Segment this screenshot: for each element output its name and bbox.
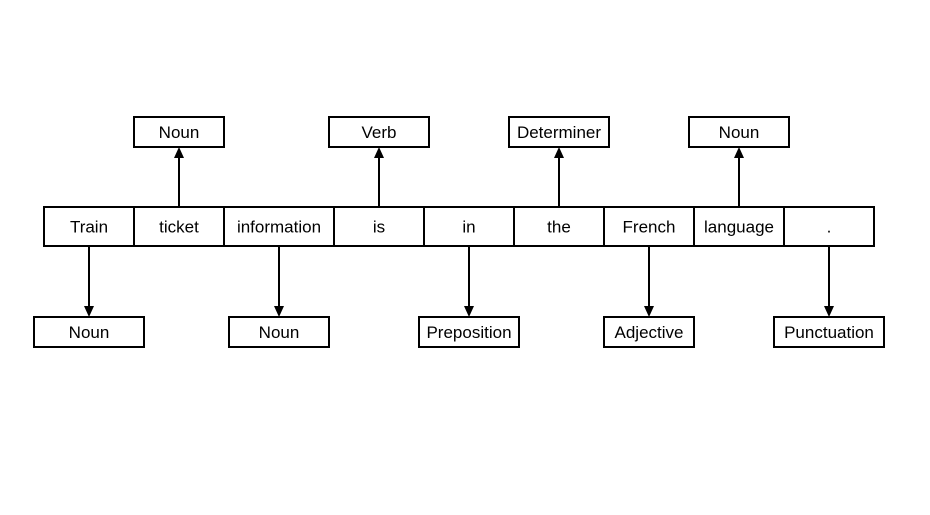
tag-text: Determiner: [517, 123, 601, 142]
pos-tag-in: Preposition: [418, 316, 520, 348]
token-box: [43, 206, 135, 247]
token-cell-period: .: [783, 206, 875, 247]
pos-tag-information: Noun: [228, 316, 330, 348]
token-text: in: [462, 218, 475, 237]
token-box: [133, 206, 225, 247]
tag-box: [603, 316, 695, 348]
arrow-head: [174, 147, 184, 158]
tag-text: Noun: [159, 123, 200, 142]
tag-box: [133, 116, 225, 148]
token-cell-the: the: [513, 206, 605, 247]
tag-box: [33, 316, 145, 348]
pos-tag-train: Noun: [33, 316, 145, 348]
sentence-token-row: Train ticket information is in the French langu…: [43, 206, 875, 247]
arrow-the: [554, 147, 564, 207]
pos-tag-period: Punctuation: [773, 316, 885, 348]
arrow-head: [734, 147, 744, 158]
tag-box: [328, 116, 430, 148]
arrow-french: [644, 246, 654, 317]
token-text: is: [373, 218, 385, 237]
arrow-head: [84, 306, 94, 317]
token-text: the: [547, 218, 571, 237]
token-text: ticket: [159, 218, 199, 237]
token-box: [513, 206, 605, 247]
token-text: language: [704, 218, 774, 237]
tag-box: [773, 316, 885, 348]
token-text: .: [827, 218, 832, 237]
tag-box: [228, 316, 330, 348]
arrow-head: [644, 306, 654, 317]
arrow-head: [274, 306, 284, 317]
tag-text: Punctuation: [784, 323, 874, 342]
token-cell-is: is: [333, 206, 425, 247]
tag-text: Verb: [362, 123, 397, 142]
token-cell-information: information: [223, 206, 335, 247]
token-cell-french: French: [603, 206, 695, 247]
tag-text: Preposition: [426, 323, 511, 342]
pos-tag-boxes: NounNounNounVerbPrepositionDeterminerAdj…: [33, 116, 885, 348]
arrow-head: [554, 147, 564, 158]
token-text: Train: [70, 218, 108, 237]
pos-tag-french: Adjective: [603, 316, 695, 348]
arrow-ticket: [174, 147, 184, 207]
tag-text: Noun: [69, 323, 110, 342]
token-cell-ticket: ticket: [133, 206, 225, 247]
arrow-head: [374, 147, 384, 158]
pos-tag-the: Determiner: [508, 116, 610, 148]
arrow-in: [464, 246, 474, 317]
pos-tag-is: Verb: [328, 116, 430, 148]
tag-box: [418, 316, 520, 348]
token-text: French: [623, 218, 676, 237]
tag-text: Noun: [259, 323, 300, 342]
token-cell-in: in: [423, 206, 515, 247]
arrow-train: [84, 246, 94, 317]
arrow-information: [274, 246, 284, 317]
arrow-is: [374, 147, 384, 207]
token-text: information: [237, 218, 321, 237]
tag-arrows: [84, 147, 834, 317]
tag-box: [688, 116, 790, 148]
arrow-head: [824, 306, 834, 317]
pos-tag-language: Noun: [688, 116, 790, 148]
tag-text: Noun: [719, 123, 760, 142]
tag-box: [508, 116, 610, 148]
arrow-language: [734, 147, 744, 207]
tag-text: Adjective: [615, 323, 684, 342]
pos-tag-ticket: Noun: [133, 116, 225, 148]
arrow-head: [464, 306, 474, 317]
token-box: [693, 206, 785, 247]
arrow-period: [824, 246, 834, 317]
token-cell-language: language: [693, 206, 785, 247]
token-cell-train: Train: [43, 206, 135, 247]
